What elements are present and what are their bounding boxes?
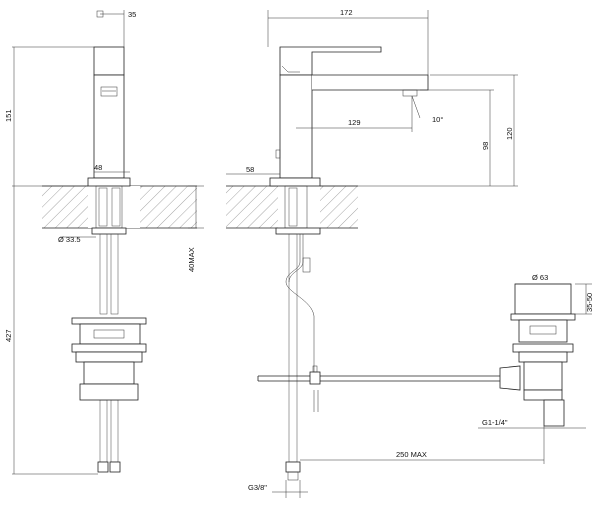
dim-overall-depth: 172 bbox=[340, 8, 353, 17]
front-dimensions: 35 151 48 Ø 33.5 40MAX 427 bbox=[4, 10, 204, 475]
side-waste bbox=[499, 283, 576, 427]
dim-spout-width: 35 bbox=[128, 10, 136, 19]
dim-rod-length: 250 MAX bbox=[396, 450, 427, 459]
dim-hole-side: 58 bbox=[246, 165, 254, 174]
dim-spout-angle: 10° bbox=[432, 115, 443, 124]
side-shank-hoses bbox=[275, 185, 321, 481]
side-faucet-body bbox=[269, 46, 429, 187]
front-shank-hoses bbox=[91, 185, 127, 473]
side-view: 172 129 10° 98 120 58 Ø 63 35-50 G1-1/4" bbox=[226, 8, 594, 498]
dim-max-deck: 40MAX bbox=[187, 247, 196, 272]
dim-waste-thread: G1-1/4" bbox=[482, 418, 508, 427]
dim-spout-reach: 129 bbox=[348, 118, 361, 127]
dim-spout-clearance: 98 bbox=[481, 142, 490, 150]
side-countertop bbox=[226, 185, 358, 229]
dim-overall-height: 120 bbox=[505, 127, 514, 140]
dim-total-hose: 427 bbox=[4, 329, 13, 342]
front-countertop bbox=[42, 185, 197, 229]
front-faucet-body bbox=[87, 46, 131, 187]
dim-shank-diameter: Ø 33.5 bbox=[58, 235, 81, 244]
side-popup-rod bbox=[257, 365, 500, 385]
front-waste bbox=[71, 317, 147, 401]
front-view: 35 151 48 Ø 33.5 40MAX 427 bbox=[4, 10, 204, 475]
dim-waste-diameter: Ø 63 bbox=[532, 273, 548, 282]
dim-body-height: 151 bbox=[4, 109, 13, 122]
side-dimensions: 172 129 10° 98 120 58 Ø 63 35-50 G1-1/4" bbox=[226, 8, 594, 498]
dim-waste-height: 35-50 bbox=[585, 293, 594, 312]
dim-hole-front: 48 bbox=[94, 163, 102, 172]
dim-hose-thread: G3/8" bbox=[248, 483, 267, 492]
